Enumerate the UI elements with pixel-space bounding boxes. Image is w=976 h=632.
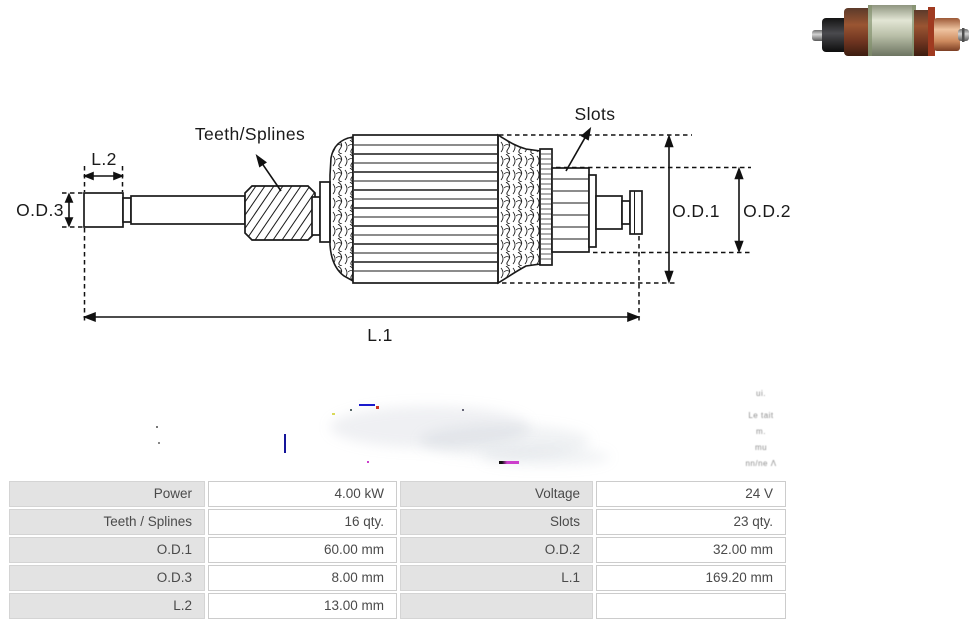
spec-value-power: 4.00 kW xyxy=(208,481,397,507)
spec-value-slots: 23 qty. xyxy=(596,509,786,535)
od1-label: O.D.1 xyxy=(672,201,720,221)
artifact-yellow-dot xyxy=(332,413,335,415)
spec-label-voltage: Voltage xyxy=(400,481,593,507)
artifact-magenta-dash xyxy=(499,461,519,464)
commutator-step-ring xyxy=(588,174,597,248)
spec-value-voltage: 24 V xyxy=(596,481,786,507)
spec-value-empty xyxy=(596,593,786,619)
watermark-smudge xyxy=(330,406,530,448)
spec-label-od3: O.D.3 xyxy=(9,565,205,591)
core-connector xyxy=(311,196,321,236)
watermark-fragment: nn/ne Λ xyxy=(745,459,777,468)
spec-value-od3: 8.00 mm xyxy=(208,565,397,591)
artifact-speck xyxy=(350,409,352,411)
spec-value-teeth-splines: 16 qty. xyxy=(208,509,397,535)
spec-label-od2: O.D.2 xyxy=(400,537,593,563)
extension-lines xyxy=(62,134,751,322)
left-windings xyxy=(329,136,354,283)
right-windings xyxy=(497,133,541,285)
spec-label-l1: L.1 xyxy=(400,565,593,591)
spec-label-empty xyxy=(400,593,593,619)
photo-core xyxy=(868,5,916,56)
teeth-splines-label: Teeth/Splines xyxy=(195,124,305,144)
photo-commutator xyxy=(934,18,960,51)
armature-outline xyxy=(83,133,643,285)
artifact-speck xyxy=(158,442,160,444)
l2-label: L.2 xyxy=(91,149,117,169)
shaft-step xyxy=(122,197,132,223)
watermark-fragment: mu xyxy=(754,443,768,452)
right-shaft xyxy=(595,195,623,230)
lamination-core xyxy=(352,134,499,284)
watermark-smudge xyxy=(480,448,610,466)
spec-label-power: Power xyxy=(9,481,205,507)
artifact-blue-dash xyxy=(359,404,375,406)
spec-value-l2: 13.00 mm xyxy=(208,593,397,619)
spec-value-od2: 32.00 mm xyxy=(596,537,786,563)
dimension-arrows xyxy=(64,126,744,322)
shaft-neck xyxy=(621,200,631,225)
artifact-magenta-dot xyxy=(367,461,369,463)
artifact-speck xyxy=(156,426,158,428)
l1-label: L.1 xyxy=(367,325,393,345)
spec-label-l2: L.2 xyxy=(9,593,205,619)
photo-red-ring xyxy=(928,7,935,56)
spec-label-slots: Slots xyxy=(400,509,593,535)
shaft-end-block xyxy=(83,192,124,228)
core-washer xyxy=(319,181,331,243)
watermark-fragment: Le tait xyxy=(748,411,774,420)
slots-label: Slots xyxy=(575,104,616,124)
armature-photo-art xyxy=(812,5,969,56)
lamination-lines xyxy=(354,144,497,272)
watermark-text-fragments: ui. Le tait m. mu nn/ne Λ xyxy=(726,386,796,472)
armature-technical-drawing: O.D.3 L.2 Teeth/Splines Slots O.D.1 O.D.… xyxy=(16,104,791,345)
artifact-blue-line xyxy=(284,434,286,453)
artifact-red-dot xyxy=(376,406,379,409)
od3-label: O.D.3 xyxy=(16,200,64,220)
spec-table: Power 4.00 kW Voltage 24 V Teeth / Splin… xyxy=(9,481,786,619)
spec-label-od1: O.D.1 xyxy=(9,537,205,563)
watermark-fragment: ui. xyxy=(756,389,766,398)
watermark-smudge xyxy=(420,425,590,457)
artifact-speck xyxy=(462,409,464,411)
photo-right-winding xyxy=(914,10,932,56)
spec-value-od1: 60.00 mm xyxy=(208,537,397,563)
spec-label-teeth-splines: Teeth / Splines xyxy=(9,509,205,535)
armature-product-photo[interactable] xyxy=(810,3,971,57)
spline-section xyxy=(244,185,316,241)
shaft-flange xyxy=(629,190,643,235)
od2-label: O.D.2 xyxy=(743,201,791,221)
watermark-fragment: m. xyxy=(756,427,766,436)
commutator-riser xyxy=(539,148,553,266)
shaft xyxy=(130,195,246,225)
spec-value-l1: 169.20 mm xyxy=(596,565,786,591)
photo-spline-section xyxy=(822,18,848,52)
commutator-bars xyxy=(553,178,588,240)
